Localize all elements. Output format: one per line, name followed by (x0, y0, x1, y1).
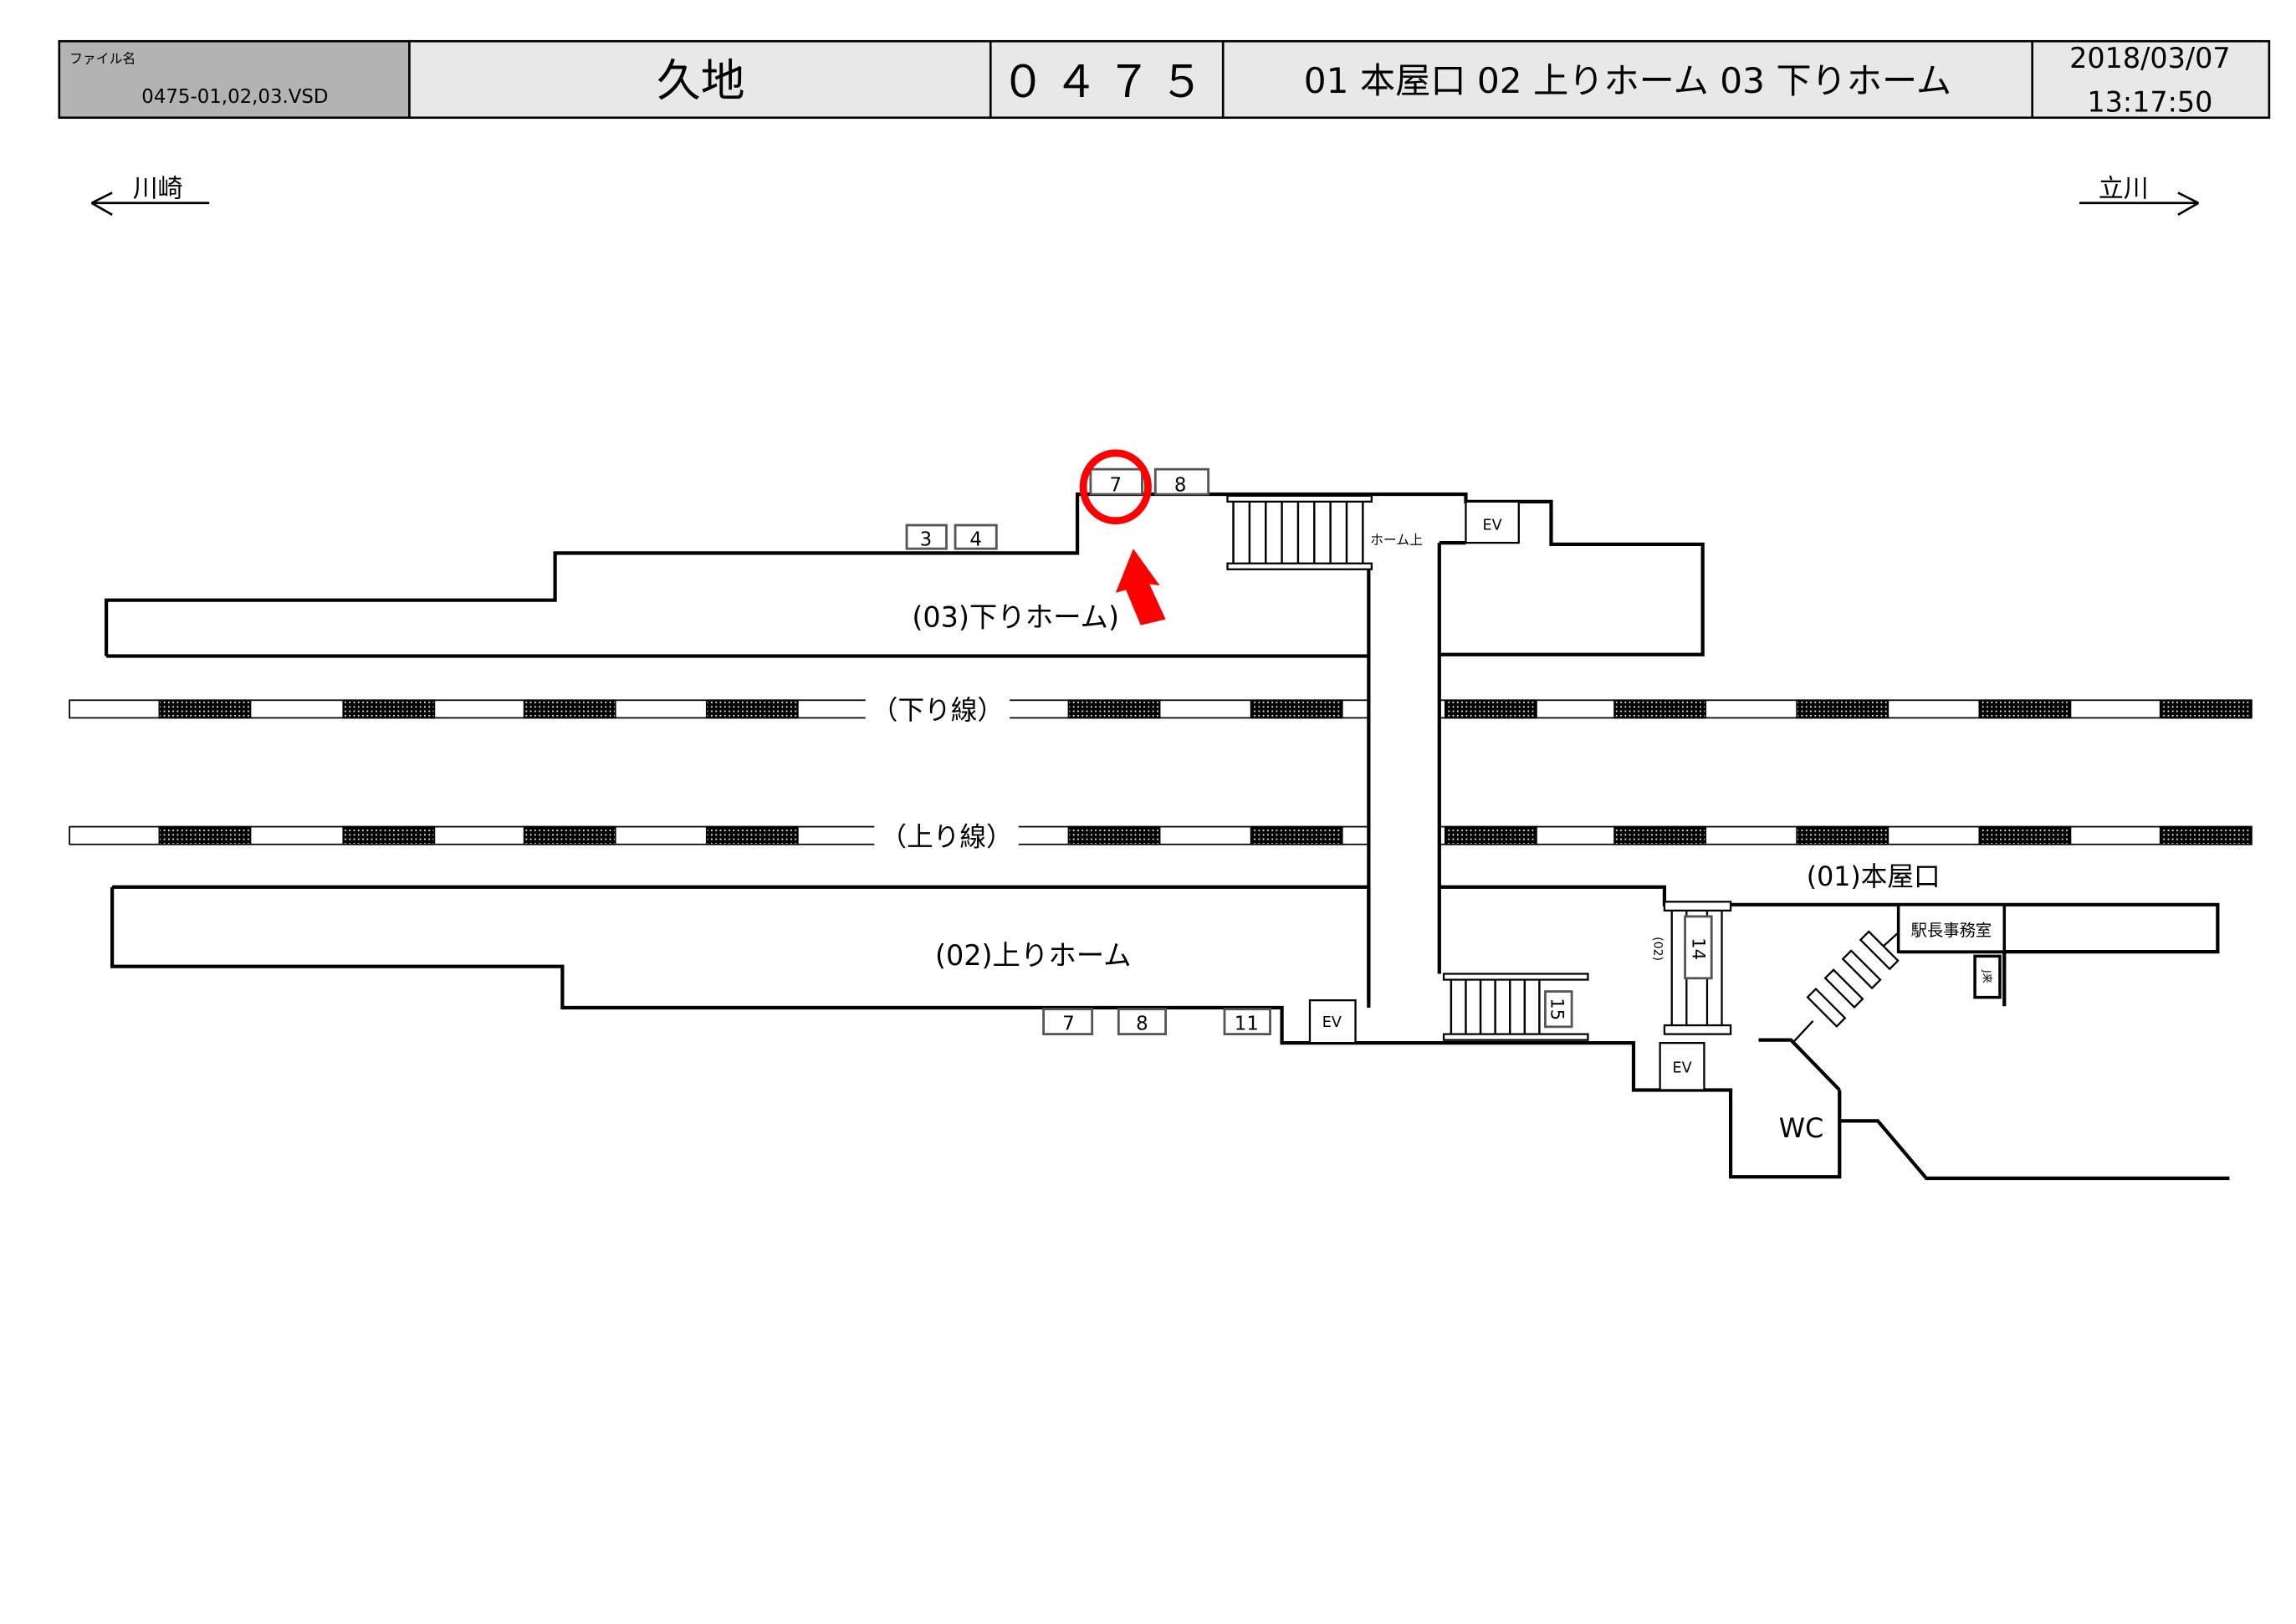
stair-edge (1226, 562, 1373, 570)
platform-top-label: ホーム上 (1370, 532, 1423, 548)
down-platform-outline (104, 492, 1705, 658)
svg-text:7: 7 (1110, 475, 1122, 497)
sleeper-block (1978, 699, 2072, 719)
sleeper-block (342, 699, 436, 719)
stairs-14: 14 (02) (1651, 901, 1732, 1035)
highlight-circle (1079, 449, 1152, 525)
stair-number: 15 (1547, 998, 1567, 1020)
sleeper-block (1796, 825, 1889, 845)
sleeper-block (1444, 825, 1537, 845)
car-box: 11 (1223, 1008, 1271, 1036)
sleeper-block (1067, 825, 1161, 845)
elevator-top (1465, 500, 1520, 544)
up-platform-outline (110, 885, 2220, 1179)
arrow-left-icon (90, 192, 210, 216)
stairs-15 (1442, 973, 1589, 1041)
ev-label: EV (1483, 517, 1502, 534)
sleeper-block (158, 699, 252, 719)
svg-text:8: 8 (1174, 475, 1187, 497)
stair-edge (1226, 494, 1373, 503)
elevator-lower (1308, 999, 1357, 1044)
station-code: ０４７５ (1001, 57, 1213, 108)
highlight-arrow-icon (1115, 549, 1166, 626)
car-box: 8 (1117, 1008, 1168, 1036)
time: 13:17:50 (2087, 86, 2212, 119)
direction-left: 川崎 (90, 175, 210, 216)
car-box: 3 (905, 523, 948, 551)
direction-right: 立川 (2079, 175, 2200, 216)
wc-label: WC (1779, 1114, 1823, 1144)
diagonal-stairs (1792, 930, 1900, 1043)
sleeper-block (1613, 825, 1707, 845)
sleeper-block (1796, 699, 1889, 719)
sleeper-block (342, 825, 436, 845)
station-office (1896, 903, 2007, 953)
down-platform-label: (03)下りホーム) (912, 600, 1119, 633)
date: 2018/03/07 (2069, 42, 2231, 74)
sleeper-block (1978, 825, 2072, 845)
track-down (69, 699, 2253, 719)
sleeper-block (2159, 825, 2253, 845)
svg-text:3: 3 (920, 529, 933, 551)
stair-edge (1442, 1033, 1589, 1041)
car-box: 4 (954, 523, 998, 551)
svg-text:4: 4 (969, 529, 982, 551)
j-box-label: J来 (1982, 969, 1993, 983)
track-up (69, 825, 2253, 845)
sleeper-block (1250, 825, 1343, 845)
svg-text:11: 11 (1235, 1013, 1259, 1034)
down-line-label: （下り線） (872, 696, 1004, 726)
title-block: ファイル名 0475-01,02,03.VSD 久地 ０４７５ 01 本屋口 0… (58, 39, 2271, 120)
sleeper-block (523, 699, 616, 719)
stair-02-label: (02) (1651, 937, 1664, 961)
svg-text:8: 8 (1136, 1013, 1148, 1034)
car-box-highlighted: 7 (1089, 467, 1143, 497)
car-box: 8 (1153, 467, 1210, 497)
stair-edge (1442, 973, 1589, 981)
direction-left-label: 川崎 (133, 175, 183, 204)
up-platform-label: (02)上りホーム (935, 939, 1132, 972)
up-line-label: （上り線） (880, 822, 1012, 852)
elevator-exit (1659, 1042, 1705, 1091)
direction-right-label: 立川 (2099, 175, 2149, 204)
sleeper-block (705, 699, 799, 719)
sleeper-block (1613, 699, 1707, 719)
car-box: 7 (1042, 1008, 1094, 1036)
ev-label: EV (1322, 1014, 1342, 1031)
ev-label: EV (1672, 1060, 1691, 1076)
file-name: 0475-01,02,03.VSD (141, 86, 328, 108)
svg-text:7: 7 (1062, 1013, 1075, 1034)
station-name: 久地 (657, 55, 745, 106)
stairs-top (1226, 494, 1373, 570)
station-office-label: 駅長事務室 (1911, 921, 1992, 940)
sleeper-block (158, 825, 252, 845)
sleeper-block (705, 825, 799, 845)
sleeper-block (1067, 699, 1161, 719)
arrow-right-icon (2079, 192, 2200, 216)
stair-number: 14 (1688, 937, 1709, 960)
main-exit-label: (01)本屋口 (1807, 862, 1941, 892)
sleeper-block (2159, 699, 2253, 719)
exit-list: 01 本屋口 02 上りホーム 03 下りホーム (1304, 60, 1951, 101)
file-label: ファイル名 (69, 51, 136, 67)
sleeper-block (1250, 699, 1343, 719)
sleeper-block (523, 825, 616, 845)
j-box (1973, 954, 2002, 999)
sleeper-block (1444, 699, 1537, 719)
